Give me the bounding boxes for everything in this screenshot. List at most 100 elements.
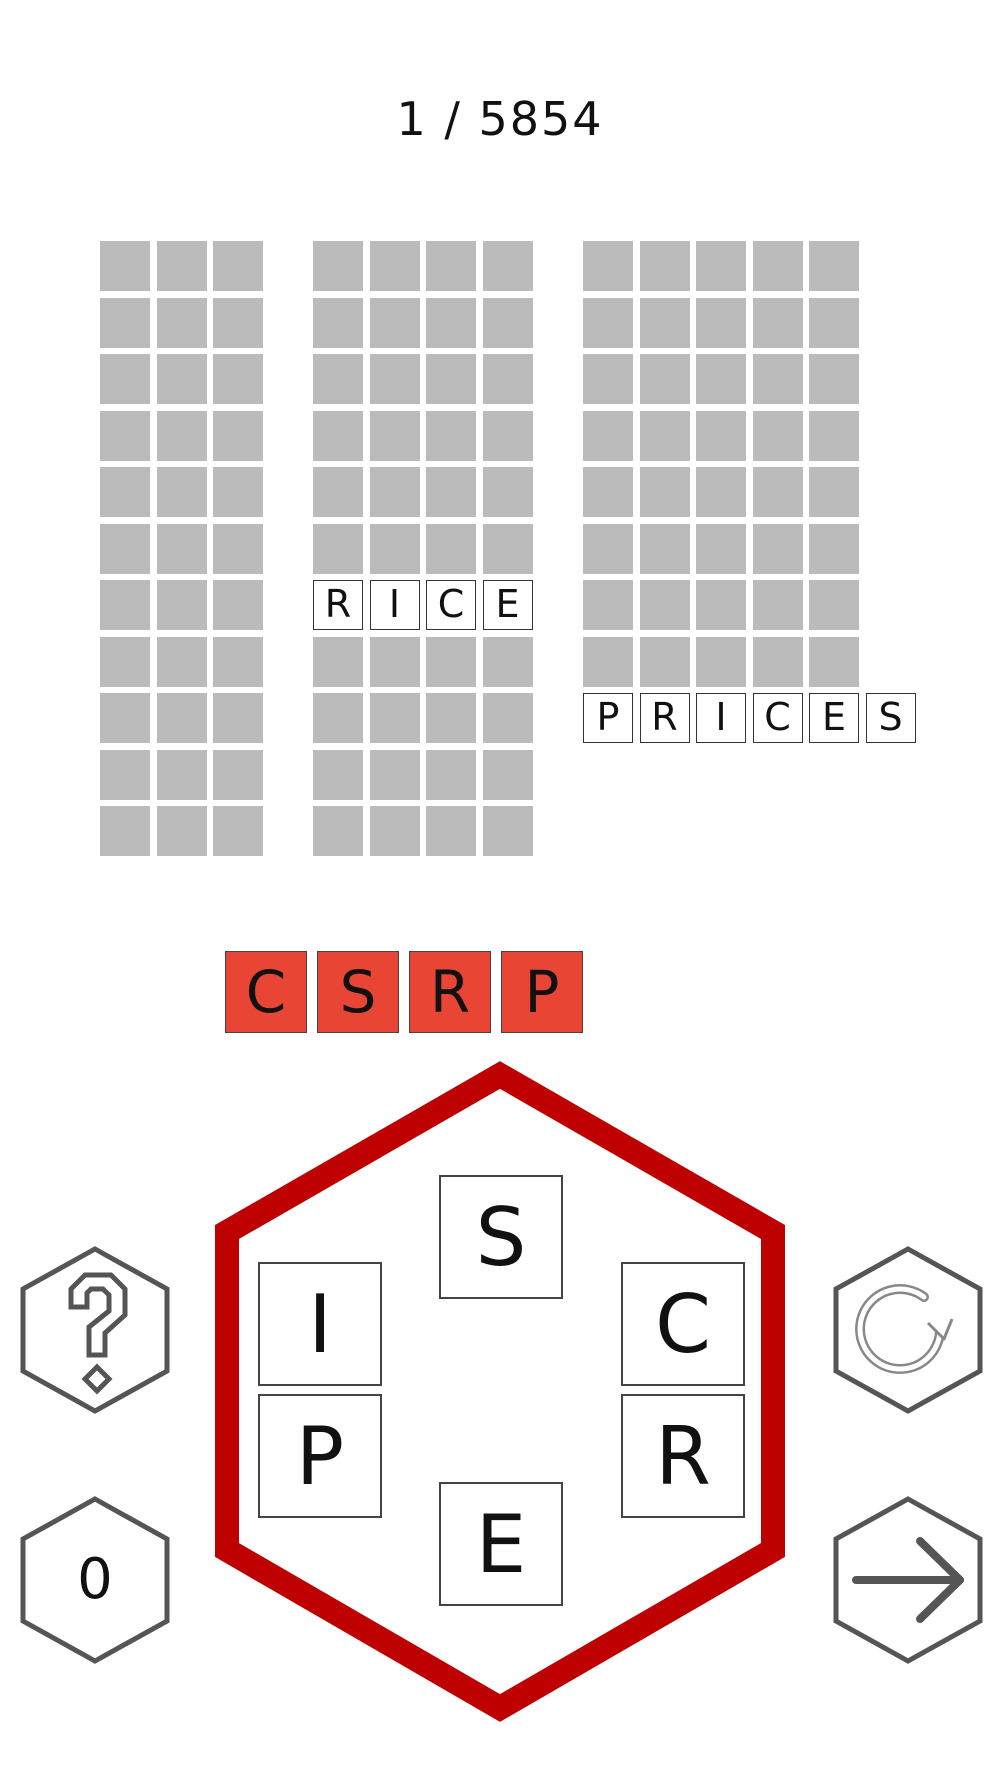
empty-letter-slot <box>156 467 207 517</box>
found-letter: C <box>426 580 476 630</box>
empty-letter-slot <box>809 636 859 687</box>
empty-letter-slot <box>696 467 746 517</box>
empty-letter-slot <box>213 297 263 348</box>
empty-letter-slot <box>426 241 476 291</box>
wheel-letter-tile[interactable]: I <box>258 1262 382 1386</box>
empty-letter-slot <box>213 467 263 517</box>
level-counter: 1 / 5854 <box>396 92 604 146</box>
empty-letter-slot <box>639 354 690 404</box>
empty-letter-slot <box>313 354 363 404</box>
empty-letter-slot <box>369 410 420 461</box>
empty-letter-slot <box>100 523 150 574</box>
empty-letter-slot <box>100 410 150 461</box>
empty-letter-slot <box>482 523 533 574</box>
empty-letter-slot <box>482 297 533 348</box>
empty-letter-slot <box>639 523 690 574</box>
empty-letter-slot <box>752 297 803 348</box>
empty-letter-slot <box>313 749 363 800</box>
empty-letter-slot <box>156 580 207 630</box>
selected-letter-tile: S <box>317 951 399 1033</box>
empty-letter-slot <box>639 467 690 517</box>
hexagon-outline-icon <box>20 1496 170 1664</box>
empty-letter-slot <box>100 636 150 687</box>
empty-letter-slot <box>752 354 803 404</box>
hint-count-button[interactable]: 0 <box>15 1495 175 1665</box>
empty-letter-slot <box>752 467 803 517</box>
empty-letter-slot <box>639 636 690 687</box>
empty-letter-slot <box>583 636 633 687</box>
empty-letter-slot <box>213 636 263 687</box>
empty-letter-slot <box>583 580 633 630</box>
wheel-letter-tile[interactable]: R <box>621 1394 745 1518</box>
empty-letter-slot <box>369 806 420 856</box>
empty-letter-slot <box>156 241 207 291</box>
empty-letter-slot <box>482 410 533 461</box>
empty-letter-slot <box>156 297 207 348</box>
question-mark-icon <box>68 1272 128 1395</box>
empty-letter-slot <box>752 523 803 574</box>
empty-letter-slot <box>482 636 533 687</box>
empty-letter-slot <box>696 241 746 291</box>
empty-letter-slot <box>369 241 420 291</box>
empty-letter-slot <box>369 354 420 404</box>
empty-letter-slot <box>482 806 533 856</box>
empty-letter-slot <box>156 749 207 800</box>
wheel-letter-tile[interactable]: E <box>439 1482 563 1606</box>
empty-letter-slot <box>583 523 633 574</box>
empty-letter-slot <box>583 297 633 348</box>
shuffle-button[interactable] <box>828 1245 988 1415</box>
empty-letter-slot <box>752 580 803 630</box>
empty-letter-slot <box>426 806 476 856</box>
wheel-letter-tile[interactable]: S <box>439 1175 563 1299</box>
empty-letter-slot <box>639 580 690 630</box>
found-letter: E <box>809 693 859 743</box>
empty-letter-slot <box>313 806 363 856</box>
empty-letter-slot <box>313 523 363 574</box>
empty-letter-slot <box>100 806 150 856</box>
empty-letter-slot <box>809 410 859 461</box>
wheel-letter-tile[interactable]: P <box>258 1394 382 1518</box>
hexagon-outline-icon <box>833 1246 983 1414</box>
empty-letter-slot <box>583 410 633 461</box>
wheel-letter-tile[interactable]: C <box>621 1262 745 1386</box>
empty-letter-slot <box>313 467 363 517</box>
empty-letter-slot <box>583 354 633 404</box>
empty-letter-slot <box>482 467 533 517</box>
empty-letter-slot <box>696 354 746 404</box>
hint-count: 0 <box>77 1547 113 1612</box>
found-letter: E <box>482 580 533 630</box>
empty-letter-slot <box>313 297 363 348</box>
empty-letter-slot <box>696 636 746 687</box>
empty-letter-slot <box>752 636 803 687</box>
empty-letter-slot <box>100 354 150 404</box>
empty-letter-slot <box>213 693 263 743</box>
empty-letter-slot <box>809 297 859 348</box>
empty-letter-slot <box>156 806 207 856</box>
empty-letter-slot <box>313 410 363 461</box>
empty-letter-slot <box>696 523 746 574</box>
empty-letter-slot <box>100 297 150 348</box>
empty-letter-slot <box>213 410 263 461</box>
empty-letter-slot <box>639 297 690 348</box>
selected-letter-tile: R <box>409 951 491 1033</box>
empty-letter-slot <box>369 523 420 574</box>
found-letter: P <box>583 693 633 743</box>
empty-letter-slot <box>100 580 150 630</box>
empty-letter-slot <box>426 297 476 348</box>
hint-button[interactable] <box>15 1245 175 1415</box>
shuffle-arrow-icon <box>855 1284 954 1374</box>
empty-letter-slot <box>426 636 476 687</box>
empty-letter-slot <box>809 523 859 574</box>
empty-letter-slot <box>426 467 476 517</box>
found-letter: S <box>865 693 916 743</box>
empty-letter-slot <box>213 806 263 856</box>
next-level-button[interactable] <box>828 1495 988 1665</box>
empty-letter-slot <box>100 241 150 291</box>
empty-letter-slot <box>369 636 420 687</box>
empty-letter-slot <box>156 693 207 743</box>
empty-letter-slot <box>156 354 207 404</box>
found-letter: I <box>369 580 420 630</box>
empty-letter-slot <box>639 410 690 461</box>
empty-letter-slot <box>213 354 263 404</box>
empty-letter-slot <box>156 410 207 461</box>
